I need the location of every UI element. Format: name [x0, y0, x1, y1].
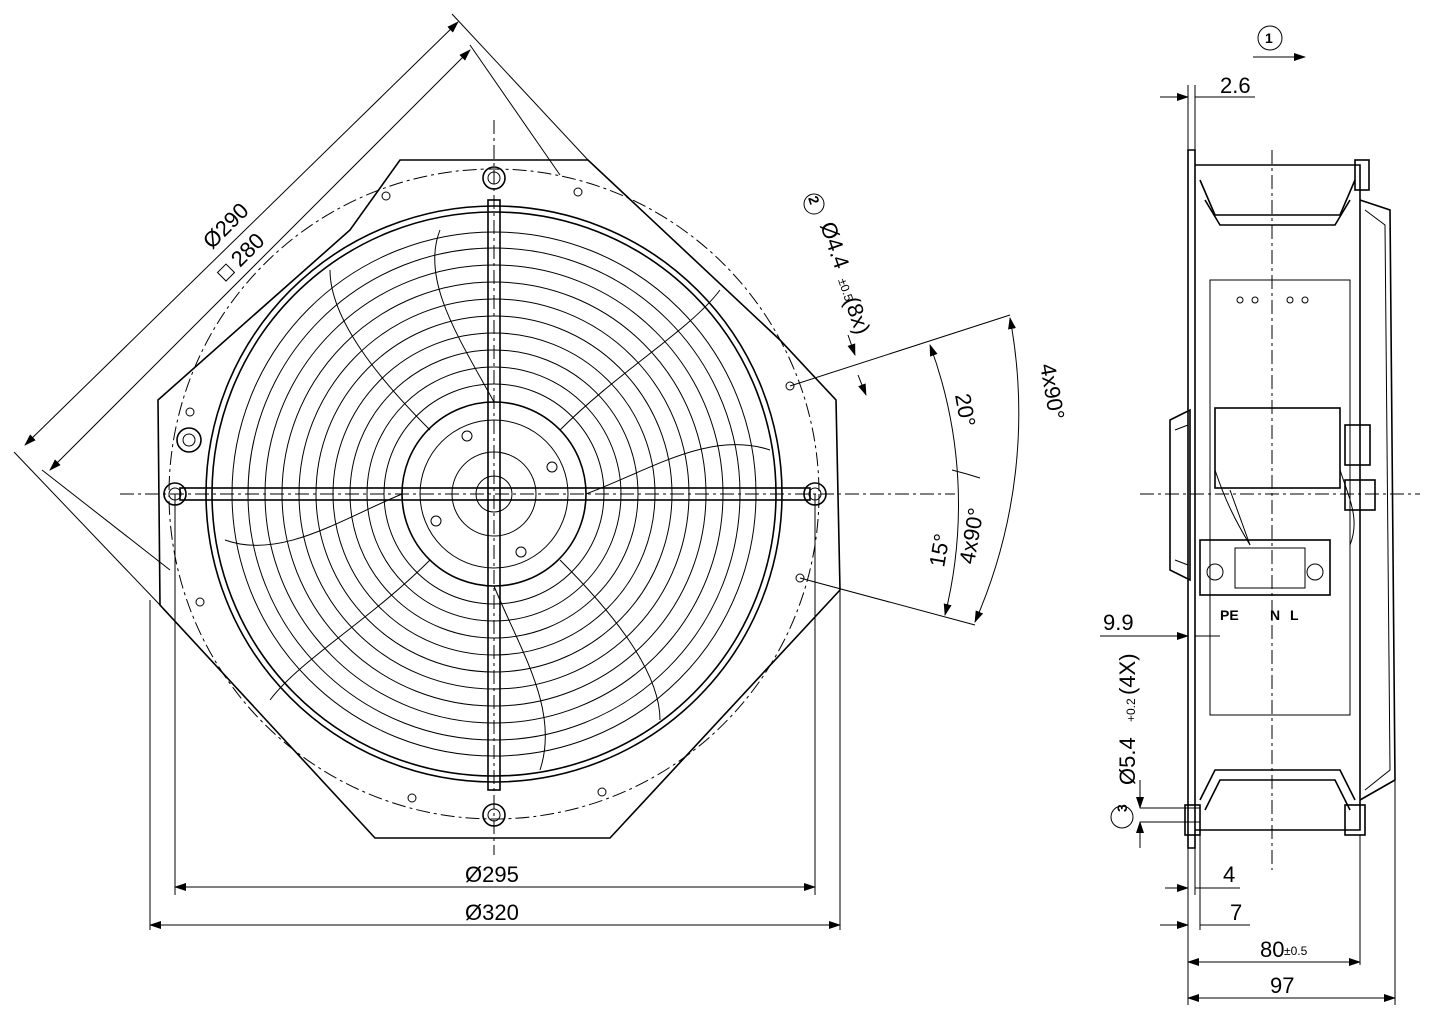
side-housing	[1187, 149, 1196, 849]
bolt-bottom	[1344, 804, 1366, 836]
dim-295: Ø295	[465, 862, 519, 887]
bolt-top	[1354, 159, 1370, 191]
marker-2-circle	[803, 193, 825, 215]
dim-slot: Ø5.4	[1115, 737, 1140, 785]
front-view: Ø290 280 Ø295 Ø320 2 Ø4.4 ±0.5 (8x)	[13, 13, 1070, 930]
dim-320: Ø320	[465, 900, 519, 925]
square-symbol	[216, 263, 236, 282]
dim-97: 97	[1270, 973, 1294, 998]
dim-7: 7	[1230, 900, 1242, 925]
side-view: PE N L 1 2.6 9.9 Ø5.4	[1100, 25, 1420, 1005]
terminal-block	[1199, 539, 1331, 596]
mounting-holes	[163, 166, 827, 827]
bottom-dimensions: Ø295 Ø320	[149, 494, 841, 930]
marker-3-circle	[1110, 805, 1134, 829]
housing-outline	[157, 159, 841, 839]
hole-dia: Ø4.4	[815, 218, 854, 271]
dim-80-tol: ±0.5	[1284, 944, 1308, 958]
terminal-pe: PE	[1220, 607, 1239, 623]
hub-center	[475, 475, 513, 513]
hole-count: (8x)	[839, 293, 875, 337]
terminal-n: N	[1270, 607, 1280, 623]
angle-20: 20°	[950, 392, 980, 429]
guard-strut-horizontal	[179, 487, 811, 501]
angle-4x90-outer: 4x90°	[1035, 362, 1069, 422]
slot-tol: +0.2	[1124, 698, 1138, 722]
terminal-l: L	[1290, 607, 1299, 623]
guard-ring-outer	[205, 205, 783, 783]
diagonal-dimension: Ø290 280	[13, 13, 589, 606]
marker-3: 3	[1114, 804, 1130, 812]
dim-80: 80	[1260, 937, 1284, 962]
hole-callout: 2 Ø4.4 ±0.5 (8x)	[789, 193, 1011, 396]
guard-strut-vertical	[487, 199, 501, 791]
angle-4x90-inner: 4x90°	[954, 506, 988, 566]
slot-count: (4X)	[1115, 653, 1140, 695]
dim-2-6: 2.6	[1220, 73, 1251, 98]
dim-9-9: 9.9	[1103, 610, 1134, 635]
marker-1-circle	[1257, 25, 1283, 51]
marker-1: 1	[1265, 30, 1273, 46]
capacitor	[1214, 407, 1341, 489]
guard-ring-outer-2	[211, 211, 777, 777]
side-hub	[1169, 408, 1191, 582]
dim-4: 4	[1223, 862, 1235, 887]
angle-15: 15°	[924, 532, 954, 569]
